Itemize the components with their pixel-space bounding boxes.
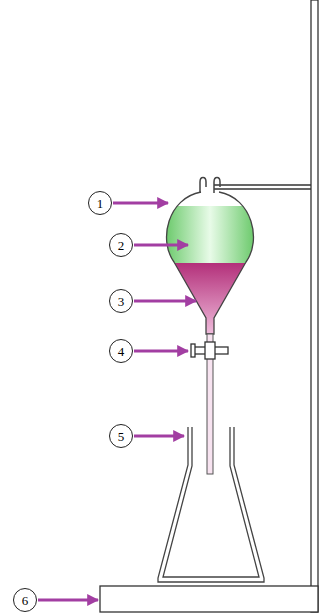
stand-base — [100, 586, 318, 612]
conical-flask — [163, 427, 259, 577]
leader-arrow — [113, 202, 168, 205]
callout-number: 6 — [22, 594, 29, 607]
callout-number: 1 — [97, 197, 104, 210]
clamp — [214, 188, 311, 190]
callout-circle: 3 — [109, 289, 133, 313]
funnel-bulb — [167, 192, 254, 334]
callout-circle: 1 — [88, 191, 112, 215]
leader-arrow — [134, 350, 188, 353]
stopcock — [205, 342, 215, 359]
clamp — [214, 184, 311, 186]
callout-number: 5 — [118, 430, 125, 443]
stand-rod — [311, 0, 318, 612]
upper-liquid — [150, 206, 270, 263]
callout-number: 3 — [118, 295, 125, 308]
leader-arrow — [134, 244, 188, 247]
callout-circle: 2 — [109, 233, 133, 257]
callout-number: 4 — [118, 345, 125, 358]
stopper — [200, 178, 220, 194]
callout-circle: 4 — [109, 339, 133, 363]
callout-circle: 6 — [13, 588, 37, 612]
leader-arrow — [38, 599, 98, 602]
conical-flask — [158, 427, 264, 582]
callout-number: 2 — [118, 239, 125, 252]
stopcock — [191, 344, 195, 357]
callout-circle: 5 — [109, 424, 133, 448]
leader-arrow — [134, 435, 184, 438]
leader-arrow — [134, 300, 196, 303]
